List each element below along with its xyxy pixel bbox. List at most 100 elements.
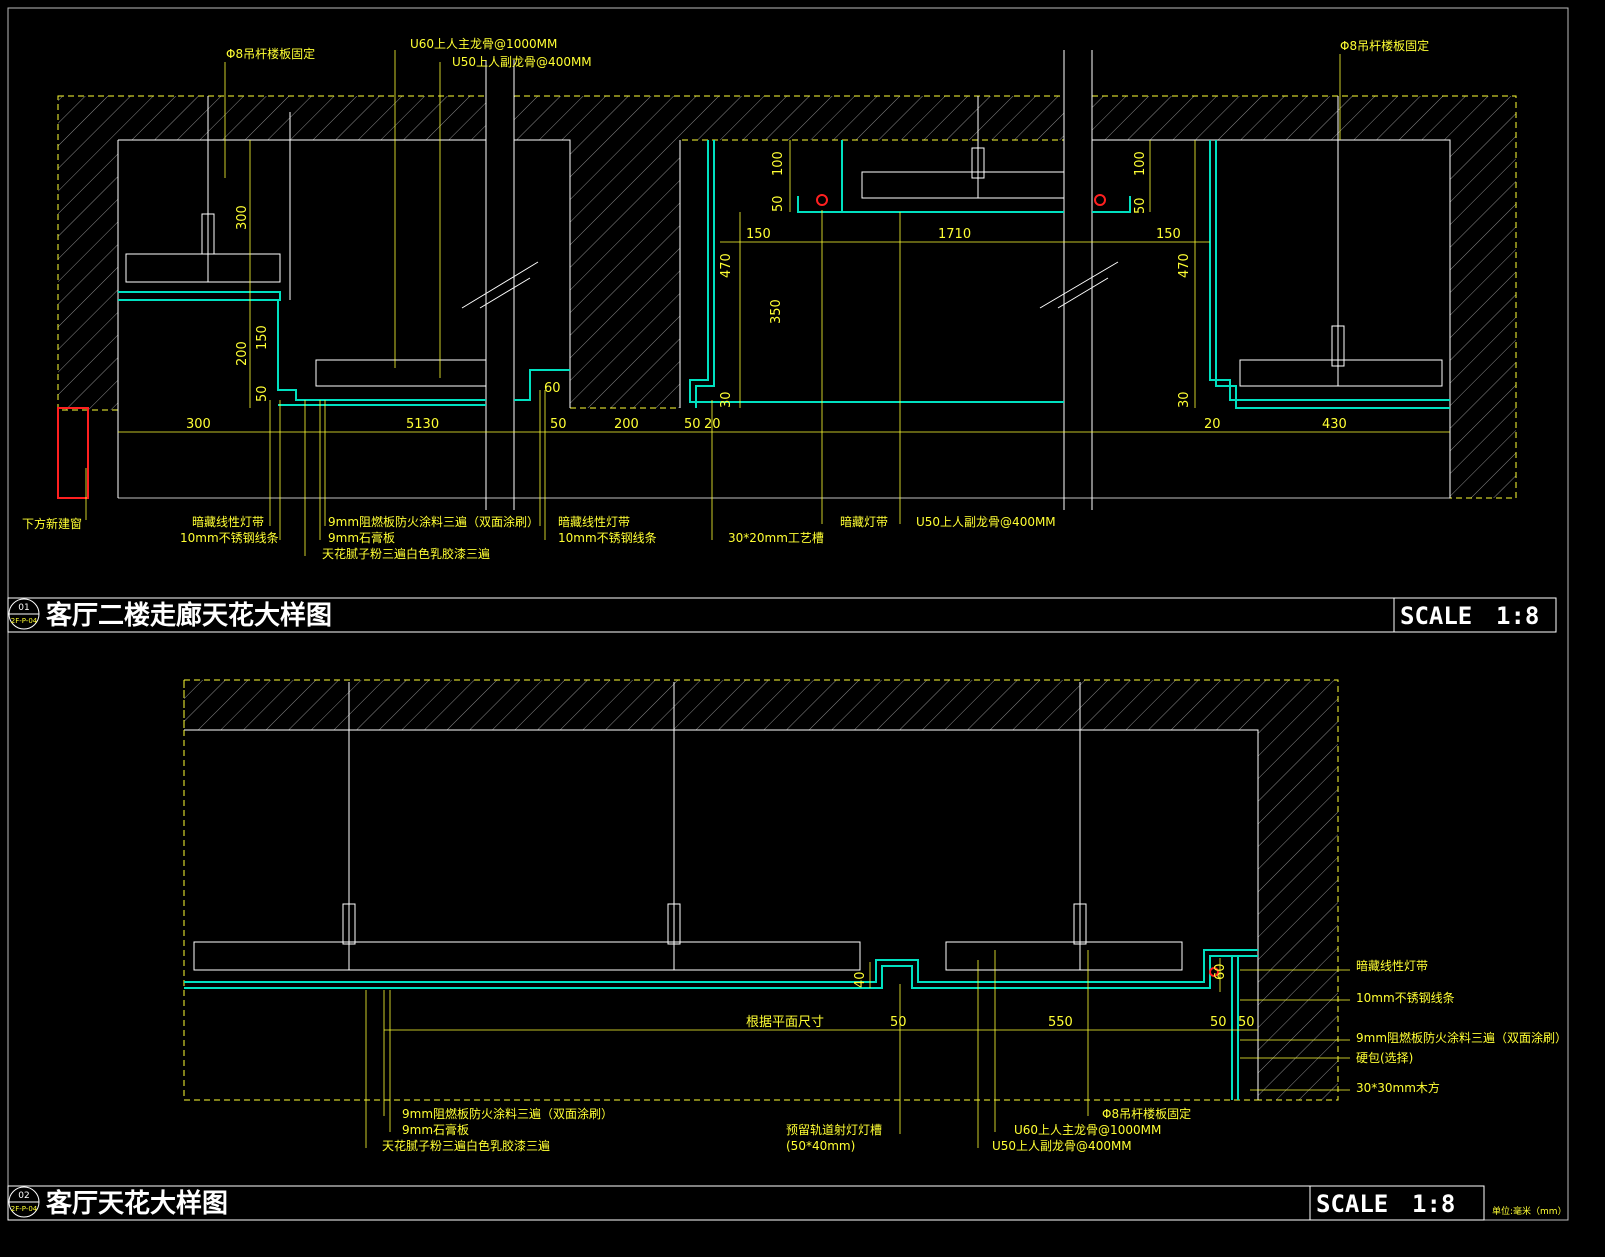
label-fireproof-board: 9mm阻燃板防火涂料三遍（双面涂刷） <box>328 514 539 529</box>
dim2-40: 40 <box>853 971 868 988</box>
label-sub-keel: U50上人副龙骨@400MM <box>452 55 592 69</box>
detail-02-sheet: 2F-P-04 <box>11 1205 38 1213</box>
dim-v-50-c: 50 <box>1133 197 1148 214</box>
dimension-lines-02 <box>384 958 1258 1031</box>
dim-v-30-b: 30 <box>1177 391 1192 408</box>
ceiling-panels-02 <box>184 949 1258 1100</box>
label-paint-finish: 天花腻子粉三遍白色乳胶漆三遍 <box>322 546 490 561</box>
dim-20-b: 20 <box>1204 417 1221 432</box>
room-outline-02 <box>184 729 1259 1100</box>
label2-hard-pack: 硬包(选择) <box>1356 1051 1413 1065</box>
label-hidden-light: 暗藏灯带 <box>840 514 888 529</box>
dimension-lines-01 <box>118 140 1450 433</box>
unit-note: 单位:毫米（mm） <box>1492 1205 1567 1217</box>
dim-150-b: 150 <box>1156 227 1181 242</box>
label-steel-trim-mid: 10mm不锈钢线条 <box>558 531 657 545</box>
detail-01-number: 01 <box>18 603 29 613</box>
slab-hatch-left <box>57 95 487 411</box>
dim2-50-a: 50 <box>890 1015 907 1030</box>
detail-01-drawing <box>57 50 1517 556</box>
dim2-60: 60 <box>1213 963 1228 980</box>
dim-5130: 5130 <box>406 417 439 432</box>
label2-fireproof: 9mm阻燃板防火涂料三遍（双面涂刷） <box>402 1106 613 1121</box>
dim-300: 300 <box>186 417 211 432</box>
label2-led-strip: 暗藏线性灯带 <box>1356 958 1428 973</box>
detail-02-scale-value: 1:8 <box>1412 1190 1455 1218</box>
label2-track-slot: 预留轨道射灯灯槽 <box>786 1122 882 1137</box>
label-rod-left: Φ8吊杆楼板固定 <box>226 46 315 61</box>
slab-hatch-02 <box>183 679 1339 1101</box>
detail-01-sheet: 2F-P-04 <box>11 617 38 625</box>
detail-02-dimensions: 根据平面尺寸 50 550 50 50 40 60 <box>746 963 1255 1030</box>
dim2-per-plan: 根据平面尺寸 <box>746 1015 824 1030</box>
dim-v-50-a: 50 <box>255 385 270 402</box>
dim-50-b: 50 <box>684 417 701 432</box>
detail-02-title-bar: 02 2F-P-04 客厅天花大样图 SCALE 1:8 单位:毫米（mm） <box>7 1185 1567 1221</box>
detail-02-drawing <box>183 679 1350 1148</box>
detail-02-scale-label: SCALE <box>1316 1190 1388 1218</box>
label-rod-right: Φ8吊杆楼板固定 <box>1340 38 1429 53</box>
dim2-550: 550 <box>1048 1015 1073 1030</box>
dim-v-470-a: 470 <box>719 253 734 278</box>
dim-v-150: 150 <box>255 325 270 350</box>
dim2-50-c: 50 <box>1238 1015 1255 1030</box>
label-groove: 30*20mm工艺槽 <box>728 531 824 545</box>
dim-1710: 1710 <box>938 227 971 242</box>
keel-boxes-02 <box>193 941 1183 971</box>
label2-steel-trim: 10mm不锈钢线条 <box>1356 991 1455 1005</box>
dim-v-30-a: 30 <box>719 391 734 408</box>
dim-20-a: 20 <box>704 417 721 432</box>
label2-fireproof-right: 9mm阻燃板防火涂料三遍（双面涂刷） <box>1356 1030 1567 1045</box>
label-led-strip-left: 暗藏线性灯带 <box>192 514 264 529</box>
detail-01-title: 客厅二楼走廊天花大样图 <box>46 600 332 631</box>
label-main-keel: U60上人主龙骨@1000MM <box>410 37 557 51</box>
window-marker <box>57 407 89 499</box>
dim-v-100-a: 100 <box>771 151 786 176</box>
dim2-50-b: 50 <box>1210 1015 1227 1030</box>
label2-gypsum: 9mm石膏板 <box>402 1122 469 1137</box>
dim-v-50-b: 50 <box>771 195 786 212</box>
light-marker-02 <box>1209 967 1219 977</box>
dim-v-470-b: 470 <box>1177 253 1192 278</box>
hanger-rods <box>201 96 1345 386</box>
leader-lines-02 <box>365 950 1350 1148</box>
label2-wood-batten: 30*30mm木方 <box>1356 1080 1440 1095</box>
label2-main-keel: U60上人主龙骨@1000MM <box>1014 1123 1161 1137</box>
light-marker-right <box>1094 194 1106 206</box>
dim-v-350: 350 <box>769 299 784 324</box>
leader-lines-01 <box>85 50 1341 556</box>
label-led-strip-mid: 暗藏线性灯带 <box>558 514 630 529</box>
dim-50-a: 50 <box>550 417 567 432</box>
slab-hatch-mid <box>513 95 1065 409</box>
detail-02-labels: 暗藏线性灯带 10mm不锈钢线条 9mm阻燃板防火涂料三遍（双面涂刷） 硬包(选… <box>382 958 1567 1153</box>
label2-sub-keel: U50上人副龙骨@400MM <box>992 1139 1132 1153</box>
dim-v-200: 200 <box>235 341 250 366</box>
detail-01-title-bar: 01 2F-P-04 客厅二楼走廊天花大样图 SCALE 1:8 <box>7 597 1557 633</box>
room-outline <box>117 139 1451 498</box>
dim-v-100-b: 100 <box>1133 151 1148 176</box>
label-new-window: 下方新建窗 <box>22 516 82 531</box>
detail-02-number: 02 <box>18 1191 29 1201</box>
light-marker-left <box>816 194 828 206</box>
dim-430: 430 <box>1322 417 1347 432</box>
break-lines <box>461 50 1119 510</box>
detail-01-scale-label: SCALE <box>1400 602 1472 630</box>
detail-01-dimensions: 300 5130 50 200 50 20 150 1710 150 20 43… <box>186 151 1347 432</box>
label-steel-trim-left: 10mm不锈钢线条 <box>180 531 279 545</box>
label-sub-keel-bottom: U50上人副龙骨@400MM <box>916 515 1056 529</box>
label2-rod: Φ8吊杆楼板固定 <box>1102 1106 1191 1121</box>
label2-slot-size: (50*40mm) <box>786 1139 855 1153</box>
slab-hatch-right <box>1091 95 1517 499</box>
dim-60: 60 <box>544 381 561 396</box>
dim-150-a: 150 <box>746 227 771 242</box>
ceiling-panels <box>118 140 1450 409</box>
dim-v-300: 300 <box>235 205 250 230</box>
dim-200-a: 200 <box>614 417 639 432</box>
hanger-rods-02 <box>342 682 1087 970</box>
detail-01-labels: Φ8吊杆楼板固定 U60上人主龙骨@1000MM U50上人副龙骨@400MM … <box>22 37 1429 561</box>
label-gypsum-board: 9mm石膏板 <box>328 530 395 545</box>
detail-01-scale-value: 1:8 <box>1496 602 1539 630</box>
detail-02-title: 客厅天花大样图 <box>46 1188 228 1219</box>
label2-paint: 天花腻子粉三遍白色乳胶漆三遍 <box>382 1138 550 1153</box>
